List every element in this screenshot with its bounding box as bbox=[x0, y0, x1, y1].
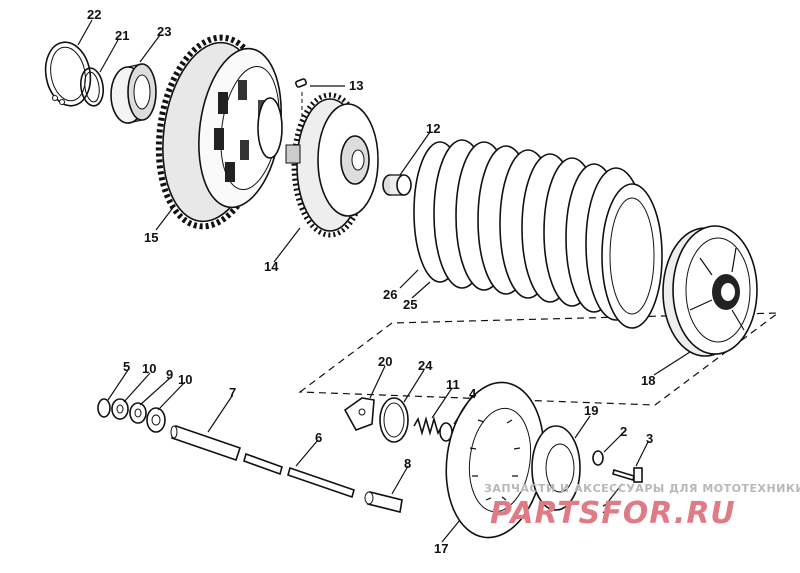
label-8: 8 bbox=[404, 456, 411, 471]
clutch-plate-stack bbox=[413, 139, 663, 329]
label-19: 19 bbox=[584, 403, 598, 418]
diaphragm-spring-17 bbox=[445, 381, 545, 539]
rod-end-8 bbox=[364, 491, 403, 513]
label-15: 15 bbox=[144, 230, 158, 245]
label-10-left: 10 bbox=[142, 361, 156, 376]
snap-ring-21 bbox=[79, 67, 105, 107]
label-9: 9 bbox=[166, 367, 173, 382]
washer-10-left bbox=[111, 398, 129, 420]
spring-retainer-19 bbox=[531, 425, 581, 511]
leader-lines bbox=[77, 19, 691, 543]
label-4: 4 bbox=[469, 386, 477, 401]
push-rod-6 bbox=[243, 452, 355, 499]
label-24: 24 bbox=[418, 358, 433, 373]
bushing-12 bbox=[382, 174, 412, 196]
key-13 bbox=[295, 78, 307, 88]
label-5: 5 bbox=[123, 359, 130, 374]
washer-10-right bbox=[146, 407, 166, 433]
label-17: 17 bbox=[434, 541, 448, 556]
label-13: 13 bbox=[349, 78, 363, 93]
washer-9 bbox=[129, 402, 147, 424]
label-11: 11 bbox=[446, 377, 460, 392]
label-14: 14 bbox=[264, 259, 279, 274]
label-3: 3 bbox=[646, 431, 653, 446]
label-6: 6 bbox=[315, 430, 322, 445]
label-12: 12 bbox=[426, 121, 440, 136]
label-7: 7 bbox=[229, 385, 236, 400]
adjuster-plate-20 bbox=[343, 397, 375, 431]
label-26: 26 bbox=[383, 287, 397, 302]
spring-11 bbox=[413, 416, 443, 436]
label-2: 2 bbox=[620, 424, 627, 439]
label-18: 18 bbox=[641, 373, 655, 388]
assembly-outline bbox=[298, 312, 780, 406]
label-20: 20 bbox=[378, 354, 392, 369]
bolt-3 bbox=[612, 467, 643, 483]
watermark-caption: ЗАПЧАСТИ И АКСЕССУАРЫ ДЛЯ МОТОТЕХНИКИ bbox=[484, 482, 800, 495]
clutch-hub-14 bbox=[285, 92, 379, 238]
push-rod-7 bbox=[170, 424, 242, 462]
washer-2 bbox=[592, 450, 604, 466]
bearing-23 bbox=[110, 63, 157, 124]
label-1: 1 bbox=[602, 501, 609, 516]
lock-ring-24 bbox=[379, 397, 409, 443]
label-21: 21 bbox=[115, 28, 129, 43]
watermark-brand: PARTSFOR.RU bbox=[490, 496, 736, 531]
label-22: 22 bbox=[87, 7, 101, 22]
lock-ring-5 bbox=[97, 398, 111, 418]
label-10-right: 10 bbox=[178, 372, 192, 387]
label-23: 23 bbox=[157, 24, 171, 39]
clutch-shell-15 bbox=[155, 34, 283, 230]
pressure-plate-18 bbox=[662, 225, 758, 357]
label-25: 25 bbox=[403, 297, 417, 312]
